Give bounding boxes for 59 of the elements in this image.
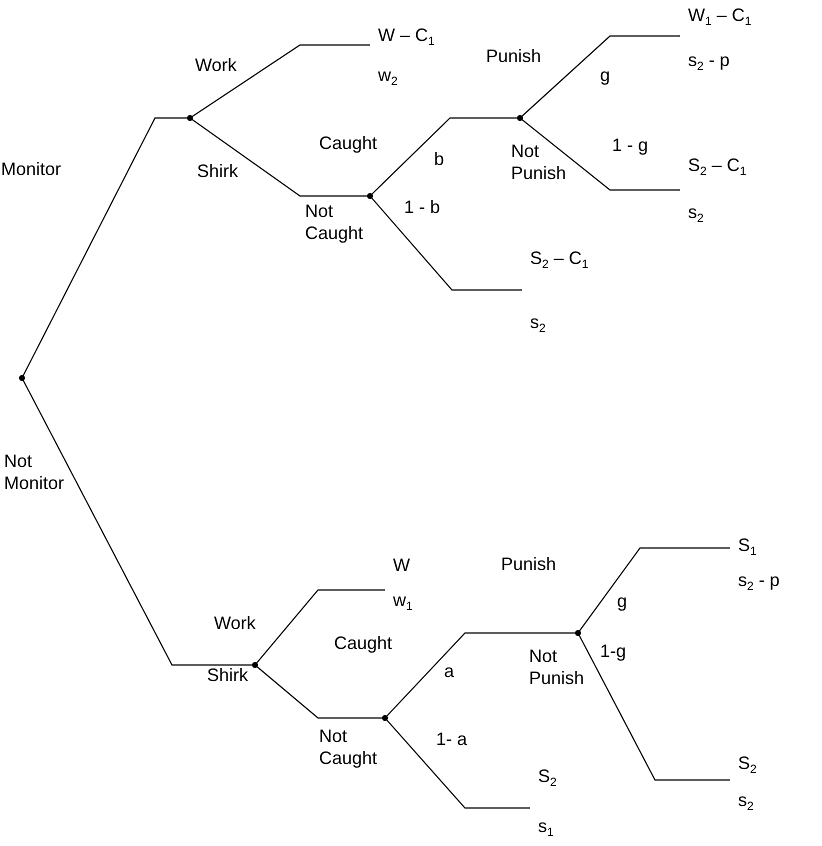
probability-label: b: [434, 148, 444, 170]
payoff-text: S$_{2}$ – C$_{1}$: [530, 247, 588, 269]
branch-line: [520, 118, 680, 191]
edge-label: Not Punish: [510, 140, 568, 184]
decision-dot: [517, 115, 523, 121]
payoff-text: s$_{2}$ - p: [688, 49, 730, 71]
decision-dot: [367, 193, 373, 199]
probability-label: 1 - b: [404, 196, 440, 218]
probability-label: 1- a: [436, 728, 468, 750]
branch-line: [254, 589, 385, 666]
branch-line: [370, 196, 522, 291]
payoff-text: s$_{2}$: [688, 201, 704, 223]
payoff-text: S$_{2}$: [738, 752, 757, 774]
branch-line: [577, 632, 730, 781]
payoff-text: W – C$_{1}$: [378, 24, 435, 46]
branch-line: [384, 632, 578, 718]
edge-label: Monitor: [0, 158, 62, 180]
payoff-text: S$_{1}$: [738, 534, 757, 556]
payoff-text: w$_{2}$: [378, 64, 398, 86]
payoff-text: s$_{2}$: [738, 789, 754, 811]
edge-label: Work: [213, 612, 257, 634]
payoff-text: s$_{2}$: [530, 311, 546, 333]
decision-dot: [252, 662, 258, 668]
branch-line: [578, 547, 730, 634]
payoff-text: W$_{1}$ – C$_{1}$: [688, 4, 752, 26]
branch-line: [190, 44, 370, 118]
edge-label: Not Monitor: [3, 450, 65, 494]
decision-dot: [187, 115, 193, 121]
probability-label: 1 - g: [612, 134, 648, 156]
edge-label: Caught: [318, 132, 378, 154]
branch-line: [384, 718, 530, 809]
edge-label: Punish: [500, 553, 558, 575]
probability-label: 1-g: [600, 640, 626, 662]
payoff-text: w$_{1}$: [393, 589, 413, 611]
probability-label: a: [444, 660, 454, 682]
edge-label: Work: [194, 54, 238, 76]
branch-line: [21, 117, 190, 378]
branch-line: [21, 378, 255, 666]
payoff-text: s$_{2}$ - p: [738, 569, 780, 591]
payoff-text: S$_{2}$: [538, 765, 557, 787]
decision-dot: [575, 630, 581, 636]
probability-label: g: [600, 64, 610, 86]
branch-line: [254, 664, 385, 719]
edge-label: Shirk: [196, 160, 240, 182]
edge-label: Punish: [485, 45, 542, 67]
edge-label: Caught: [333, 632, 394, 654]
probability-label: g: [617, 590, 628, 612]
branch-line: [190, 118, 370, 197]
edge-label: Not Punish: [528, 645, 586, 689]
payoff-text: s$_{1}$: [538, 815, 554, 837]
payoff-text: W: [393, 554, 410, 576]
decision-dot: [19, 375, 25, 381]
branch-line: [370, 117, 520, 196]
edge-label: Shirk: [206, 664, 250, 686]
edge-label: Not Caught: [304, 200, 364, 244]
decision-dot: [382, 715, 388, 721]
branch-line: [520, 35, 680, 118]
payoff-text: S$_{2}$ – C$_{1}$: [688, 154, 746, 176]
edge-label: Not Caught: [318, 725, 378, 769]
